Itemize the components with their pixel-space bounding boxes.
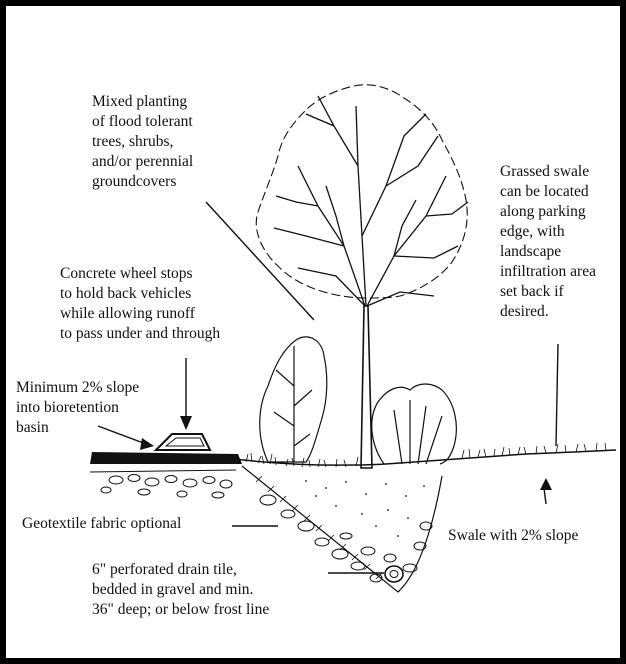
- label-minimum-slope: Minimum 2% slope into bioretention basin: [16, 378, 139, 438]
- label-swale-slope: Swale with 2% slope: [448, 526, 578, 546]
- label-grassed-swale: Grassed swale can be located along parki…: [500, 162, 596, 322]
- arrowhead-wheel-stops: [180, 416, 192, 430]
- leader-grassed-swale: [556, 344, 558, 446]
- label-wheel-stops: Concrete wheel stops to hold back vehicl…: [60, 264, 220, 344]
- drain-tile: [385, 566, 403, 582]
- arrowhead-swale-slope: [540, 478, 552, 490]
- label-mixed-planting: Mixed planting of flood tolerant trees, …: [92, 92, 193, 192]
- arrowhead-minimum-slope: [140, 438, 154, 450]
- leader-swale-slope: [544, 488, 546, 504]
- shrub-left: [260, 337, 327, 462]
- ground-surface: [226, 450, 616, 465]
- pavement-surface: [90, 452, 242, 464]
- callout-arrowheads: [140, 416, 552, 490]
- tree-canopy-outline: [256, 85, 467, 298]
- trench-gravel: [260, 495, 432, 582]
- leader-mixed-planting: [206, 202, 314, 320]
- wheel-stop: [156, 434, 210, 450]
- label-drain-tile: 6" perforated drain tile, bedded in grav…: [92, 560, 269, 620]
- tree: [256, 85, 468, 468]
- label-geotextile: Geotextile fabric optional: [22, 514, 181, 534]
- planting-soil: [305, 480, 425, 537]
- pavement-gravel: [101, 475, 232, 499]
- pavement-edge: [90, 470, 236, 472]
- shrub-right: [372, 384, 457, 464]
